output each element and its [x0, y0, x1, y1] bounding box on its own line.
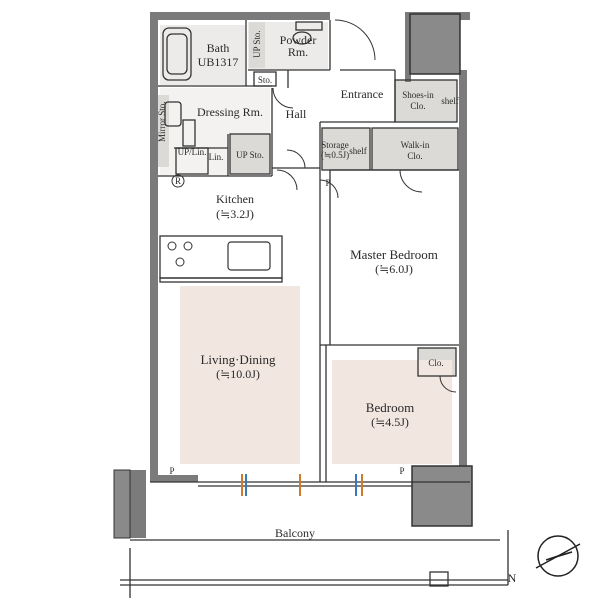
storage-sub-label: (≒0.5J)	[321, 150, 349, 160]
clo-label: Clo.	[428, 358, 443, 368]
bedroom-floor	[332, 360, 452, 464]
column-top-right	[409, 13, 461, 75]
column-bottom-right	[411, 465, 473, 527]
floor-fills	[155, 22, 458, 464]
balcony-label: Balcony	[275, 526, 315, 540]
shoes-in-label: Shoes-in	[402, 90, 434, 100]
up-sto-mid-fill	[230, 134, 270, 174]
hall-label: Hall	[286, 107, 307, 121]
powder-sub-label: Rm.	[288, 45, 308, 59]
interior-walls	[120, 20, 509, 598]
p-mark-2: P	[169, 466, 174, 476]
storage-label: Storage	[321, 140, 349, 150]
door-swings	[272, 19, 457, 393]
kitchen-sink-icon	[227, 241, 271, 271]
sto-label: Sto.	[258, 75, 272, 85]
shoes-in-sub-label: Clo.	[410, 101, 425, 111]
compass-north-label: N	[508, 571, 517, 585]
bath-floor	[160, 25, 245, 85]
up-sto-top-label: UP Sto.	[252, 30, 262, 58]
master-label: Master Bedroom	[350, 247, 438, 262]
shelf-1-label: shelf	[441, 96, 459, 106]
bath-label: Bath	[207, 41, 230, 55]
shoes-in-fill	[395, 80, 457, 122]
lin-label: Lin.	[209, 152, 224, 162]
column-bottom-left	[113, 469, 131, 539]
kitchen-area-label: (≒3.2J)	[216, 207, 254, 221]
p-mark-1: P	[325, 178, 330, 188]
storage-fill	[322, 128, 370, 170]
r-mark-label: R	[175, 176, 181, 186]
stove-icon	[167, 241, 193, 267]
walk-in-label: Walk-in	[401, 140, 430, 150]
master-area-label: (≒6.0J)	[375, 262, 413, 276]
mirror-sto-label: Mirror Sto.	[157, 102, 167, 143]
walls	[128, 12, 470, 538]
bedroom-area-label: (≒4.5J)	[371, 415, 409, 429]
living-area-label: (≒10.0J)	[216, 367, 260, 381]
compass-icon	[535, 535, 581, 577]
r-mark-icon	[171, 174, 185, 188]
p-mark-3: P	[399, 466, 404, 476]
kitchen-label: Kitchen	[216, 192, 254, 206]
up-lin-label: UP/Lin.	[178, 147, 207, 157]
window-arrows	[241, 474, 363, 496]
bath-sub-label: UB1317	[198, 55, 239, 69]
labels: Bath UB1317 Powder Rm. UP Sto. Sto. Dres…	[157, 30, 517, 585]
up-sto-top-fill	[249, 22, 265, 68]
walk-in-fill	[372, 128, 458, 170]
dressing-label: Dressing Rm.	[197, 105, 263, 119]
living-floor	[180, 286, 300, 464]
walk-in-sub-label: Clo.	[407, 151, 422, 161]
living-label: Living·Dining	[200, 352, 276, 367]
powder-label: Powder	[280, 33, 317, 47]
shelf-2-label: shelf	[349, 146, 367, 156]
entrance-label: Entrance	[341, 87, 384, 101]
up-sto-mid-label: UP Sto.	[236, 150, 264, 160]
bedroom-label: Bedroom	[366, 400, 414, 415]
